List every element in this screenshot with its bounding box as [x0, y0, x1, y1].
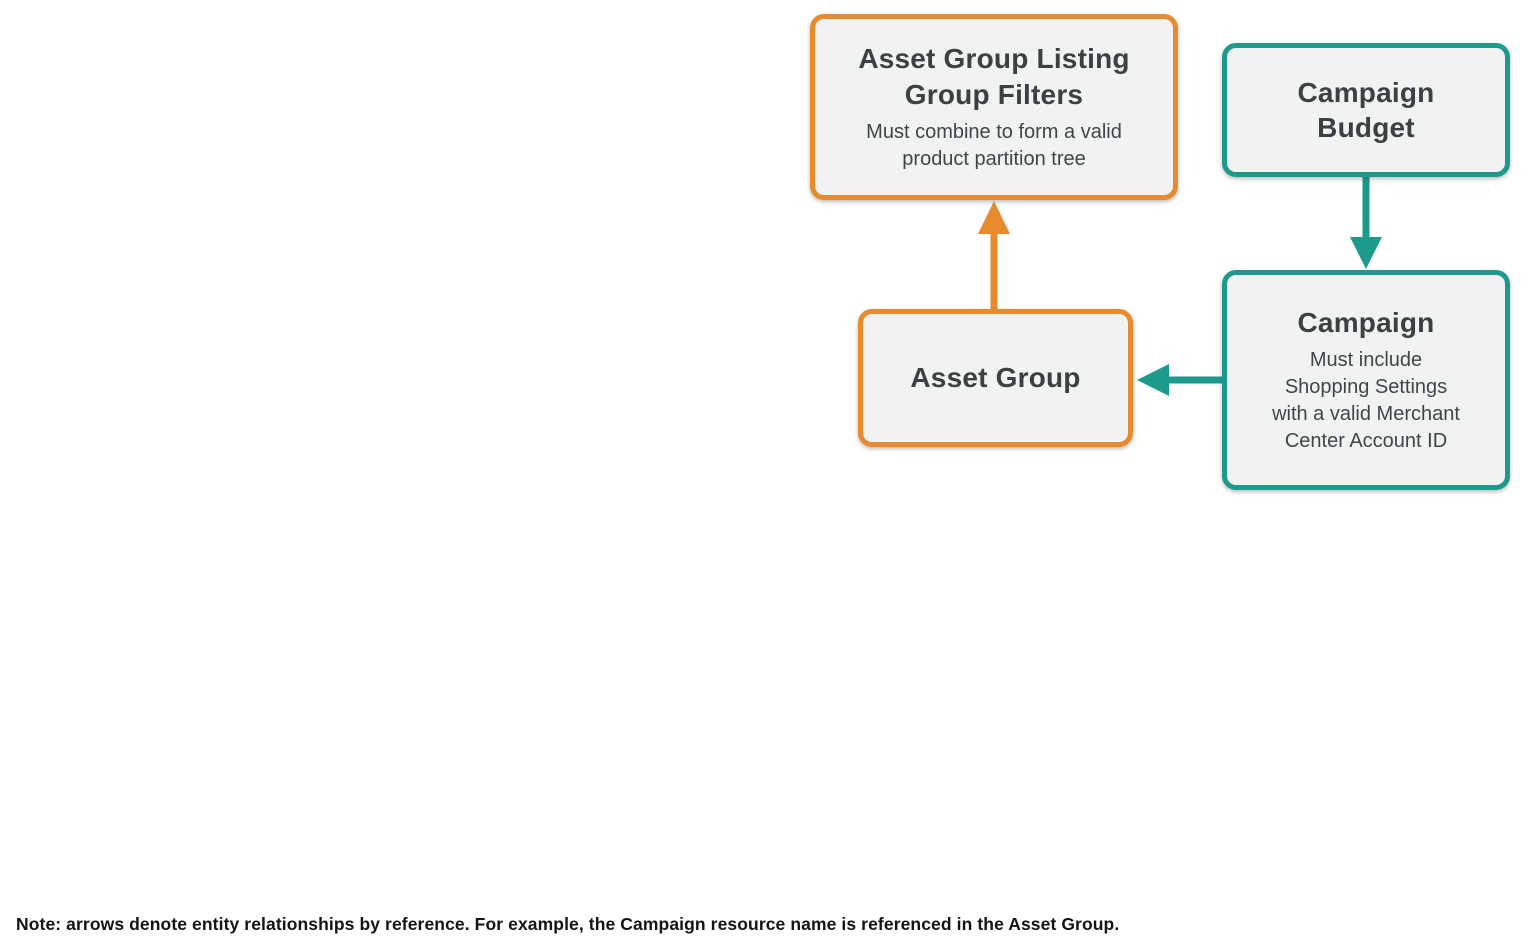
- box-subtitle: Must combine to form a valid product par…: [866, 120, 1122, 170]
- arrow-campaign-to-asset-group: [1137, 364, 1222, 396]
- box-title: Asset Group Listing Group Filters: [858, 43, 1130, 110]
- box-title: Campaign: [1297, 306, 1435, 338]
- footnote: Note: arrows denote entity relationships…: [16, 914, 1120, 934]
- box-campaign-budget: Campaign Budget: [1222, 43, 1510, 177]
- arrow-asset-group-to-listing-filters: [978, 201, 1010, 309]
- arrow-campaign-budget-to-campaign: [1350, 177, 1382, 269]
- box-subtitle: Must include Shopping Settings with a va…: [1272, 349, 1460, 453]
- box-asset-group: Asset Group: [858, 309, 1133, 447]
- box-asset-group-listing-group-filters: Asset Group Listing Group Filters Must c…: [810, 14, 1178, 200]
- box-title: Asset Group: [910, 362, 1081, 394]
- box-title: Campaign Budget: [1297, 76, 1435, 143]
- box-campaign: Campaign Must include Shopping Settings …: [1222, 270, 1510, 490]
